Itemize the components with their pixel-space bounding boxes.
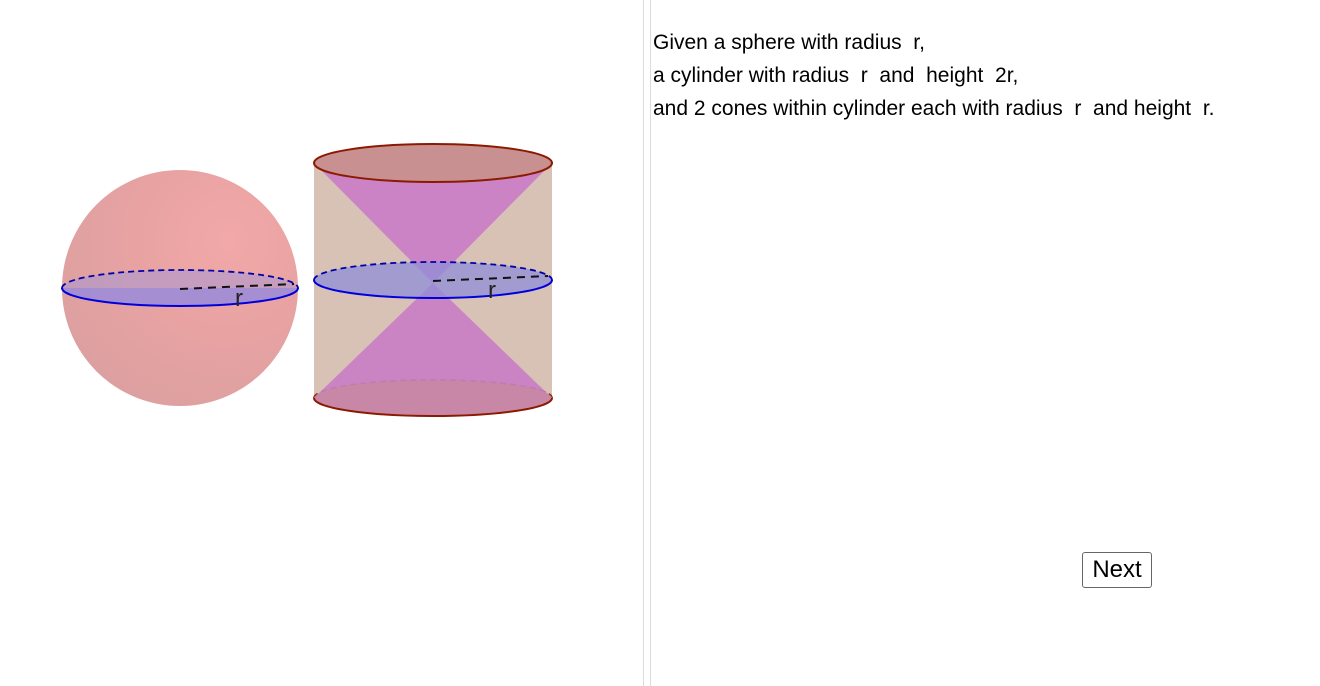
sphere[interactable]: r bbox=[61, 170, 299, 406]
graphics-3d-view[interactable]: r r bbox=[0, 0, 643, 686]
description-text: Given a sphere with radius r, a cylinder… bbox=[653, 26, 1214, 125]
cylinder-radius-label: r bbox=[488, 277, 496, 304]
sphere-equator-front bbox=[61, 287, 299, 307]
cylinder-radius-line bbox=[432, 275, 549, 282]
next-button[interactable]: Next bbox=[1082, 552, 1152, 588]
solids-canvas[interactable]: r r bbox=[0, 0, 643, 686]
sphere-radius-label: r bbox=[235, 285, 243, 312]
cylinder-middle-front bbox=[313, 279, 553, 299]
graphics-2d-view[interactable]: Given a sphere with radius r, a cylinder… bbox=[651, 0, 1320, 686]
cylinder-middle-back bbox=[313, 261, 553, 281]
view-splitter[interactable] bbox=[643, 0, 651, 686]
cylinder-bottom-base bbox=[314, 380, 552, 416]
description-line-3: and 2 cones within cylinder each with ra… bbox=[653, 97, 1215, 120]
cylinder-top-lid[interactable] bbox=[314, 144, 552, 182]
description-line-2: a cylinder with radius r and height 2r, bbox=[653, 64, 1019, 87]
cylinder-bottom-rim-front bbox=[313, 397, 553, 417]
description-line-1: Given a sphere with radius r, bbox=[653, 31, 925, 54]
cylinder-top-rim bbox=[313, 143, 553, 183]
cylinder[interactable]: r bbox=[313, 143, 553, 417]
upper-cone[interactable] bbox=[314, 163, 552, 283]
sphere-equator-back bbox=[61, 269, 299, 289]
sphere-radius-line bbox=[179, 283, 295, 290]
